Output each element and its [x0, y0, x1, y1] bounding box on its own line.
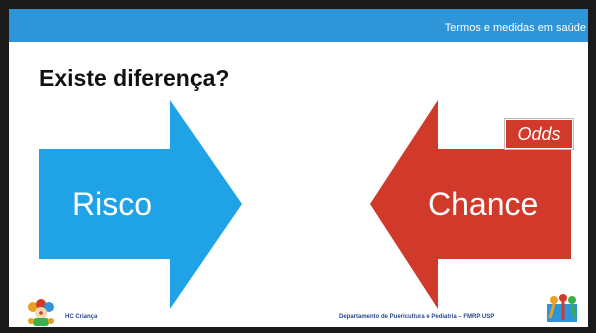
chance-label: Chance: [428, 186, 539, 222]
odds-badge: Odds: [505, 119, 573, 149]
slide-title: Existe diferença?: [39, 65, 230, 91]
footer-right-text: Departamento de Puericultura e Pediatria…: [339, 314, 495, 320]
arrows-graphic: [39, 100, 571, 309]
risco-arrow: [39, 100, 242, 309]
header-band: Termos e medidas em saúde: [9, 9, 588, 42]
footer-left-text: HC Criança: [65, 314, 98, 320]
slide: Termos e medidas em saúde Existe diferen…: [9, 9, 588, 327]
header-title: Termos e medidas em saúde: [444, 22, 586, 34]
clown-mascot-icon: [28, 299, 54, 326]
child-figures-icon: [547, 294, 577, 322]
chance-arrow: [370, 100, 571, 309]
risco-label: Risco: [72, 186, 153, 222]
